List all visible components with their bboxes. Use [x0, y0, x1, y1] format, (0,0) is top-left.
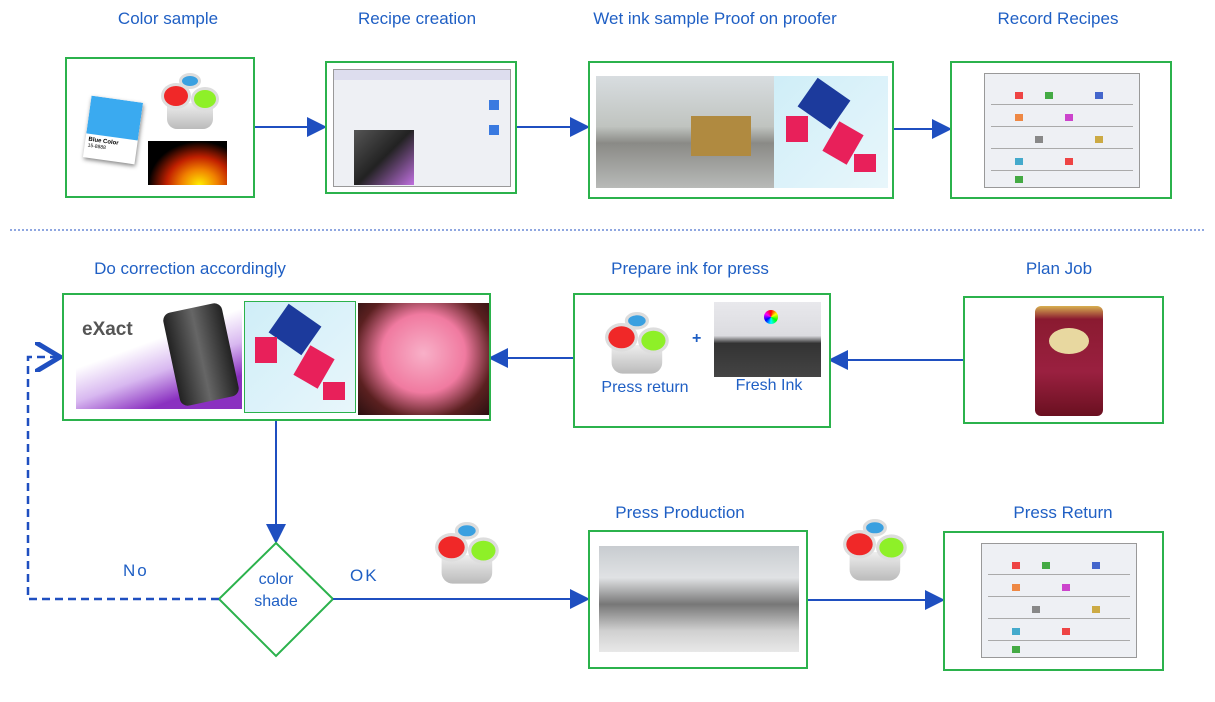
title-wet-ink-proof: Wet ink sample Proof on proofer	[593, 9, 837, 28]
plus-sign: +	[692, 330, 702, 347]
title-press-production: Press Production	[615, 503, 745, 522]
title-do-correction: Do correction accordingly	[94, 259, 286, 278]
ink-mixing-photo	[358, 303, 489, 415]
arrow-no-loop	[26, 357, 219, 601]
box-do-correction: eXact	[62, 293, 491, 421]
recipe-software-screenshot	[333, 69, 511, 187]
box-prepare-ink: + Press return Fresh Ink	[573, 293, 831, 428]
title-prepare-ink: Prepare ink for press	[611, 259, 769, 278]
ok-label: OK	[350, 566, 379, 585]
color-swatch-card: Blue Color 15-8888	[82, 95, 144, 165]
box-press-production	[588, 530, 808, 669]
box-press-return	[943, 531, 1164, 671]
proof-swatches-image	[774, 76, 888, 188]
proofer-machine-photo	[596, 76, 774, 188]
correction-swatches-image	[244, 301, 356, 413]
pet-food-package-image	[1035, 306, 1103, 416]
title-color-sample: Color sample	[117, 9, 219, 28]
title-recipe-creation: Recipe creation	[357, 9, 477, 28]
box-plan-job	[963, 296, 1164, 424]
decision-diamond	[217, 541, 335, 658]
press-return-cans-image	[605, 312, 671, 378]
box-color-sample: Blue Color 15-8888	[65, 57, 255, 198]
spectrum-chart-image	[148, 141, 227, 185]
box-recipe-creation	[325, 61, 517, 194]
box-wet-ink-proof	[588, 61, 894, 199]
recipe-records-screenshot	[984, 73, 1140, 188]
decision-label-line2: shade	[254, 593, 298, 610]
title-plan-job: Plan Job	[1025, 259, 1093, 278]
decision-label: color shade	[251, 569, 301, 613]
box-record-recipes	[950, 61, 1172, 199]
title-press-return: Press Return	[1013, 503, 1113, 522]
press-return-records-screenshot	[981, 543, 1137, 658]
decision-label-line1: color	[258, 571, 294, 588]
paint-cans-image	[161, 73, 221, 133]
exact-spectrophotometer-image: eXact	[76, 301, 242, 409]
press-return-label: Press return	[601, 379, 689, 396]
fresh-ink-lab-photo	[714, 302, 821, 377]
spectrophotometer-image	[354, 130, 414, 185]
printing-press-photo	[599, 546, 799, 652]
title-record-recipes: Record Recipes	[997, 9, 1119, 28]
no-label: No	[123, 561, 149, 580]
paint-cans-image-ok	[435, 522, 501, 588]
exact-logo: eXact	[82, 319, 133, 340]
fresh-ink-label: Fresh Ink	[735, 377, 803, 394]
paint-cans-image-return	[843, 519, 909, 585]
